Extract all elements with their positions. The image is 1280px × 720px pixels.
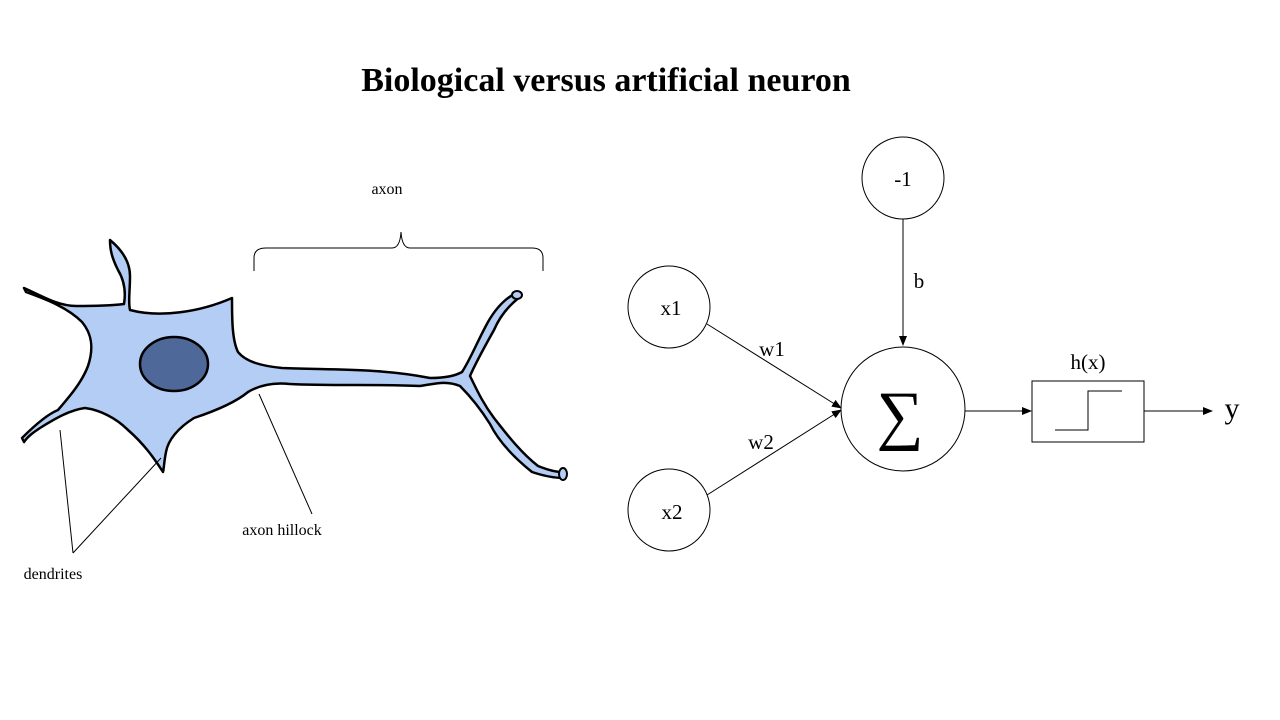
axon-terminal-bottom xyxy=(558,467,568,481)
dendrites-pointer-left xyxy=(59,429,74,554)
bias-node-label: -1 xyxy=(894,167,912,191)
weight-arrow-w1 xyxy=(706,323,842,409)
input-node-x1-label: x1 xyxy=(661,296,682,320)
bias-weight-label: b xyxy=(914,269,925,293)
dendrites-pointer-right xyxy=(72,457,162,554)
nucleus xyxy=(138,335,210,393)
axon-terminal-top xyxy=(511,290,523,300)
axon-brace xyxy=(253,231,544,271)
input-node-x2 xyxy=(627,468,711,552)
summation-symbol: ∑ xyxy=(876,379,923,452)
slide-title: Biological versus artificial neuron xyxy=(361,62,851,99)
step-function-icon xyxy=(1055,390,1122,431)
input-node-x2-label: x2 xyxy=(662,500,683,524)
weight-label-w2: w2 xyxy=(748,430,774,454)
weight-arrow-w2 xyxy=(706,409,842,496)
activation-label: h(x) xyxy=(1071,350,1106,374)
biological-neuron: axon axon hillock dendrites xyxy=(20,181,568,583)
output-label: y xyxy=(1225,392,1240,425)
dendrites-label: dendrites xyxy=(24,566,83,583)
weight-label-w1: w1 xyxy=(759,337,785,361)
input-node-x1 xyxy=(627,265,711,349)
axon-hillock-pointer xyxy=(258,393,313,515)
artificial-neuron: -1 b x1 w1 x2 w2 ∑ h(x) y xyxy=(627,136,1240,552)
axon-hillock-label: axon hillock xyxy=(242,522,322,539)
cell-body xyxy=(20,238,566,480)
axon-label: axon xyxy=(371,181,402,198)
summation-node xyxy=(840,346,966,472)
